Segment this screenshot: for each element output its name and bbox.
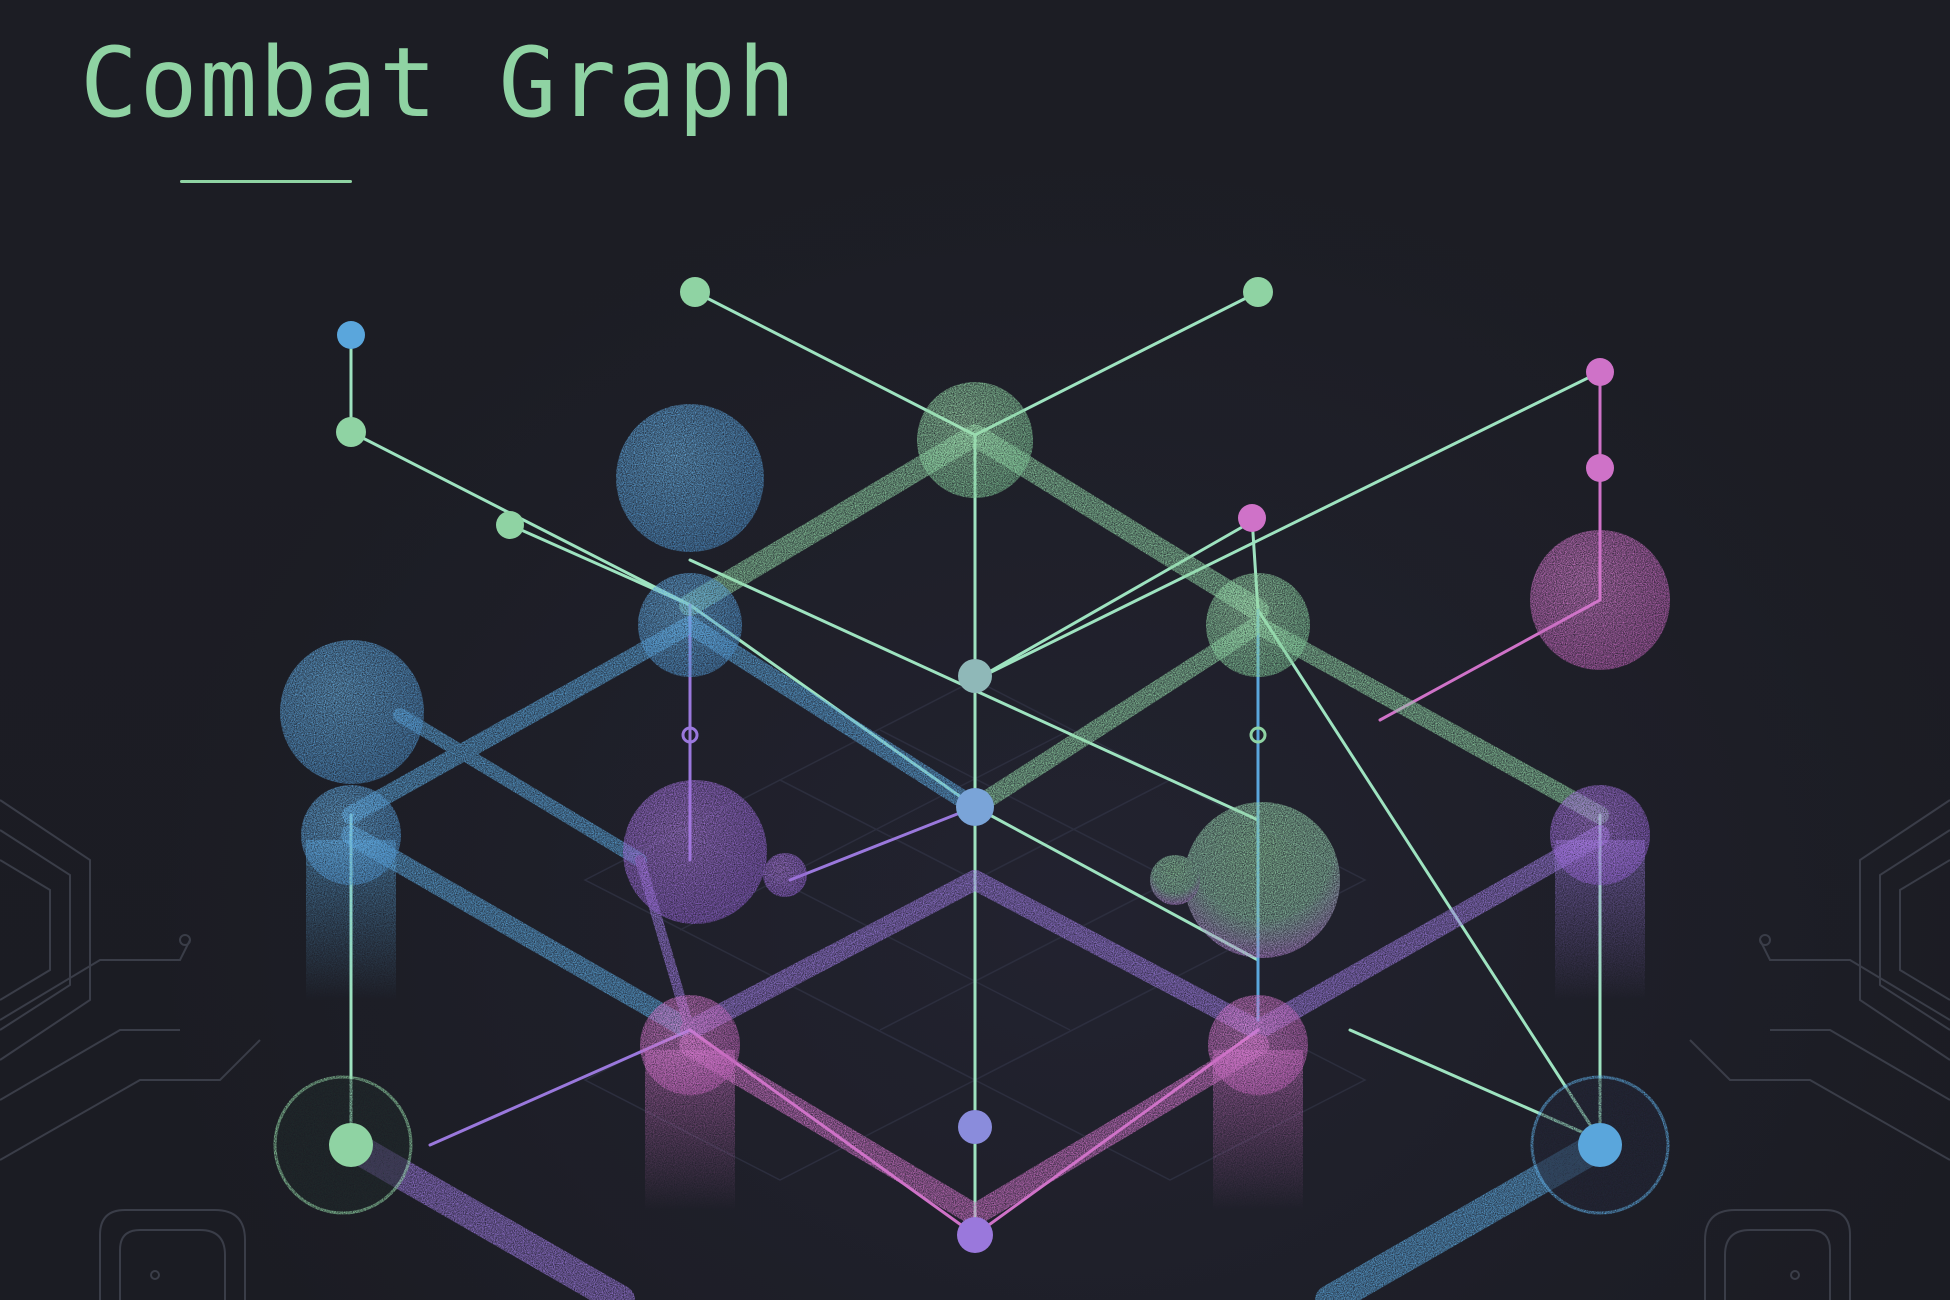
small-nodes xyxy=(336,277,1614,1253)
node-g-top-right xyxy=(1243,277,1273,307)
node-ring-small-right xyxy=(1249,726,1267,744)
ring-nodes xyxy=(273,1075,1670,1215)
node-g-ring-left xyxy=(329,1123,373,1167)
node-g-top-left xyxy=(680,277,710,307)
node-center-bottom-small xyxy=(957,1217,993,1253)
node-pu-center-left-tail xyxy=(763,853,807,897)
node-pu-joint-right xyxy=(1550,785,1650,885)
node-b-ring-right xyxy=(1578,1123,1622,1167)
node-p-top-right xyxy=(1586,358,1614,386)
node-b-joint-left xyxy=(301,785,401,885)
node-p-large-right xyxy=(1530,530,1670,670)
node-pu-center-left xyxy=(623,780,767,924)
thin-accent-lines xyxy=(428,370,1602,1237)
page-title: Combat Graph xyxy=(80,27,798,139)
node-center-junction xyxy=(956,788,994,826)
node-g-joint-right xyxy=(1206,573,1310,677)
node-center-low-small xyxy=(958,1110,992,1144)
large-nodes xyxy=(280,382,1670,958)
joint-nodes xyxy=(301,573,1650,1095)
node-b-large xyxy=(616,404,764,552)
node-p-joint-lower-right xyxy=(1208,995,1308,1095)
node-g-apex xyxy=(917,382,1033,498)
node-b-large-left xyxy=(280,640,424,784)
circuit-decoration-right xyxy=(1689,799,1950,1300)
node-g-large-center-right-tail xyxy=(1150,855,1200,905)
node-p-center-top xyxy=(1238,504,1266,532)
node-g-large-center-right xyxy=(1184,802,1340,958)
node-ring-small-left xyxy=(681,726,699,744)
node-p-joint-lower-left xyxy=(640,995,740,1095)
node-p-right-mid xyxy=(1586,454,1614,482)
node-b-joint xyxy=(638,573,742,677)
circuit-decoration-left xyxy=(0,799,261,1300)
node-g-tiny xyxy=(496,511,524,539)
node-center-mid-small xyxy=(958,659,992,693)
node-b-top xyxy=(337,321,365,349)
node-g-left-small xyxy=(336,417,366,447)
title-underline xyxy=(180,180,352,183)
